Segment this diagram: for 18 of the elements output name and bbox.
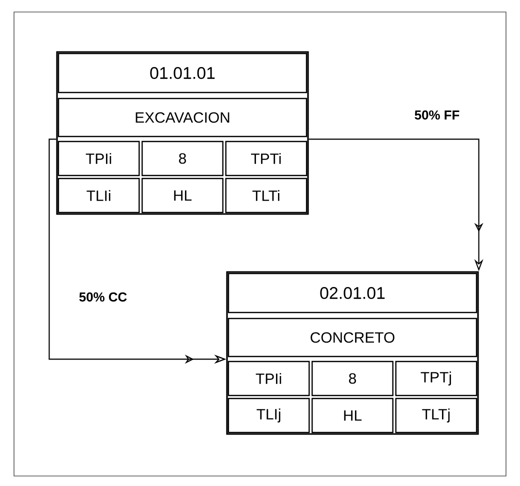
table-cell: TPIi <box>228 360 310 396</box>
table-cell: TLTi <box>225 178 308 214</box>
table-cell: TLIi <box>58 178 140 214</box>
table-cell: CONCRETO <box>228 318 478 358</box>
table-cell: EXCAVACION <box>58 98 308 138</box>
table-cell: HL <box>312 398 394 434</box>
table-cell: TLIj <box>228 398 310 434</box>
table-cell: TPTj <box>395 360 478 396</box>
table-cell: 8 <box>312 360 394 396</box>
edge-label: 50% FF <box>413 109 461 121</box>
table-cell: 02.01.01 <box>228 272 478 314</box>
table-cell: TPTi <box>225 140 308 176</box>
table-cell: 01.01.01 <box>58 52 308 94</box>
table-cell: 8 <box>142 140 224 176</box>
table-cell: HL <box>142 178 224 214</box>
table-cell: TLTj <box>395 398 478 434</box>
table-cell: TPIi <box>58 140 140 176</box>
edge-label: 50% CC <box>78 291 128 303</box>
